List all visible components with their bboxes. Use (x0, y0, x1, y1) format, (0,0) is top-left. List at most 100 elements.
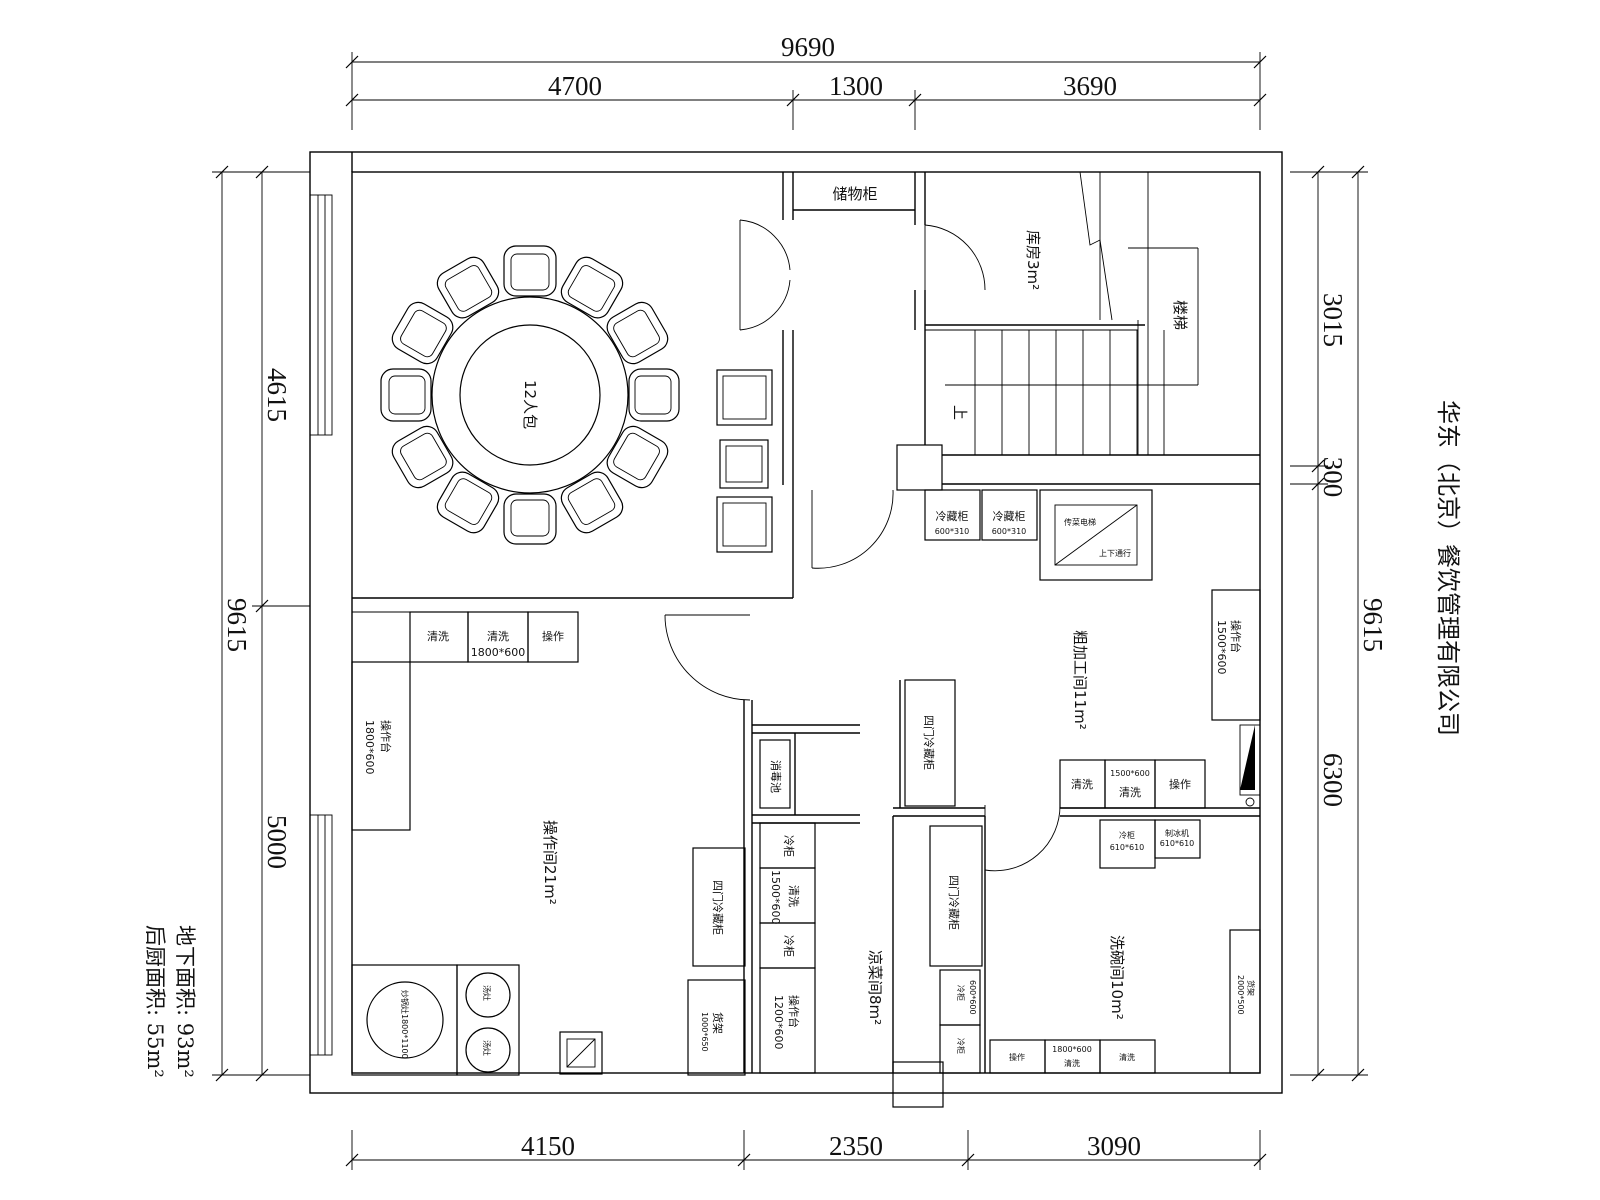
svg-text:1500*600: 1500*600 (769, 870, 782, 925)
svg-text:货架: 货架 (1246, 980, 1256, 996)
chair-icon (380, 368, 432, 422)
svg-text:传菜电梯: 传菜电梯 (1064, 517, 1096, 527)
chair-icon (436, 471, 500, 534)
room-label-operation: 操作间21m² (541, 820, 559, 905)
chair-icon (503, 493, 557, 545)
chair-icon (560, 256, 624, 319)
svg-text:1800*600: 1800*600 (1052, 1045, 1092, 1054)
svg-text:1800*600: 1800*600 (471, 646, 526, 659)
svg-text:消毒池: 消毒池 (769, 760, 783, 793)
cold-dish-room: 消毒池 冷柜 1500*600 清洗 冷柜 操作台 1200*600 凉菜间8m… (743, 700, 983, 1074)
svg-text:清洗: 清洗 (1119, 786, 1141, 799)
room-label-stock: 库房3m² (1024, 230, 1042, 290)
svg-text:操作: 操作 (542, 629, 564, 643)
dimension-left: 9615 4615 5000 (212, 165, 310, 1082)
cold-shelf (687, 979, 746, 1076)
svg-text:冷柜: 冷柜 (782, 935, 795, 957)
disinfect-pool (759, 739, 791, 809)
doors (664, 219, 1061, 872)
shelf-2 (692, 847, 746, 967)
room-label-prep: 粗加工间11m² (1071, 630, 1089, 730)
dim-left-total: 9615 (222, 598, 252, 652)
dim-right-a: 3015 (1318, 293, 1348, 347)
svg-text:1200*600: 1200*600 (772, 995, 785, 1050)
round-table (431, 296, 629, 494)
wash-shelf (1229, 929, 1261, 1074)
chair-icon (503, 245, 557, 297)
stairs-up-label: 上 (951, 405, 969, 420)
svg-text:操作台: 操作台 (379, 720, 393, 753)
svg-text:货架: 货架 (711, 1012, 725, 1034)
dim-top-total: 9690 (781, 32, 835, 62)
svg-text:600*310: 600*310 (935, 527, 970, 536)
svg-text:四门冷藏柜: 四门冷藏柜 (922, 715, 936, 770)
svg-text:清洗: 清洗 (1064, 1058, 1080, 1068)
soup-stove (456, 964, 520, 1076)
dim-bottom-c: 3090 (1087, 1131, 1141, 1161)
upper-right-rooms: 储物柜 库房3m² 楼梯 上 (793, 171, 1260, 485)
workbench-left (351, 661, 411, 831)
freezer-1 (924, 489, 981, 541)
chair-icon (606, 425, 669, 489)
chair-icon (628, 368, 680, 422)
svg-text:清洗: 清洗 (1119, 1052, 1135, 1062)
svg-text:1500*600: 1500*600 (1110, 769, 1150, 778)
dim-left-a: 4615 (262, 368, 292, 422)
kitchen-area: 后厨面积: 55m² (143, 925, 167, 1078)
company-name: 华东（北京）餐饮管理有限公司 (1434, 400, 1462, 736)
svg-text:操作台: 操作台 (1229, 620, 1243, 653)
side-table (719, 439, 769, 489)
freezer-2 (981, 489, 1038, 541)
dim-top-c: 3690 (1063, 71, 1117, 101)
svg-text:冷柜: 冷柜 (956, 985, 966, 1001)
stair-steps (974, 330, 1165, 455)
private-dining-room: 12人包 (352, 172, 794, 599)
dishwashing-room: 冷柜 610*610 制冰机 610*610 洗碗间10m² 货架 2000*5… (984, 816, 1261, 1074)
sink-top-c (527, 611, 579, 663)
basement-area: 地下面积: 93m² (173, 925, 197, 1078)
svg-text:1500*600: 1500*600 (1215, 620, 1228, 675)
svg-text:操作台: 操作台 (787, 995, 801, 1028)
sofa (716, 496, 773, 553)
svg-text:1000*650: 1000*650 (700, 1012, 709, 1052)
dim-right-total: 9615 (1358, 598, 1388, 652)
svg-text:2000*500: 2000*500 (1236, 975, 1245, 1015)
chair-icon (391, 425, 454, 489)
dim-bottom-a: 4150 (521, 1131, 575, 1161)
svg-text:汤灶: 汤灶 (482, 985, 492, 1001)
chair-icon (606, 301, 669, 365)
svg-text:冷柜: 冷柜 (782, 835, 795, 857)
title-block: 华东（北京）餐饮管理有限公司 地下面积: 93m² 后厨面积: 55m² (143, 400, 1462, 1078)
dimension-right: 9615 3015 300 6300 (1290, 165, 1388, 1082)
sink-mid-a-prep: 清洗 (1071, 778, 1093, 791)
svg-text:610*610: 610*610 (1160, 839, 1195, 848)
room-label-private: 12人包 (521, 380, 539, 429)
room-label-stairs: 楼梯 (1171, 300, 1189, 330)
chair-icon (436, 256, 500, 319)
dim-right-c: 6300 (1318, 753, 1348, 807)
svg-text:操作: 操作 (1169, 777, 1191, 791)
svg-text:冷柜: 冷柜 (956, 1038, 966, 1054)
svg-text:冷藏柜: 冷藏柜 (993, 510, 1026, 523)
dimension-top: 9690 4700 1300 3690 (345, 32, 1267, 130)
chair-icon (560, 471, 624, 534)
operation-room: 清洗 清洗 1800*600 操作 操作台 1800*600 操作间21m² 炒… (351, 611, 746, 1076)
chair-icon (391, 301, 454, 365)
svg-text:制冰机: 制冰机 (1165, 828, 1189, 838)
room-label-cold: 凉菜间8m² (866, 950, 884, 1025)
svg-text:600*310: 600*310 (992, 527, 1027, 536)
svg-text:炒锅灶1800*1100: 炒锅灶1800*1100 (400, 990, 410, 1059)
dim-bottom-b: 2350 (829, 1131, 883, 1161)
room-label-wash: 洗碗间10m² (1108, 935, 1126, 1020)
dim-right-b: 300 (1318, 457, 1348, 498)
room-label-storage: 储物柜 (832, 185, 877, 203)
svg-text:1800*600: 1800*600 (363, 720, 376, 775)
svg-text:610*610: 610*610 (1110, 843, 1145, 852)
svg-text:汤灶: 汤灶 (482, 1040, 492, 1056)
dumbwaiter (1039, 489, 1153, 581)
svg-text:清洗: 清洗 (427, 630, 449, 643)
sofa (716, 369, 773, 426)
svg-text:冷藏柜: 冷藏柜 (936, 510, 969, 523)
svg-text:清洗: 清洗 (487, 630, 509, 643)
dim-top-a: 4700 (548, 71, 602, 101)
